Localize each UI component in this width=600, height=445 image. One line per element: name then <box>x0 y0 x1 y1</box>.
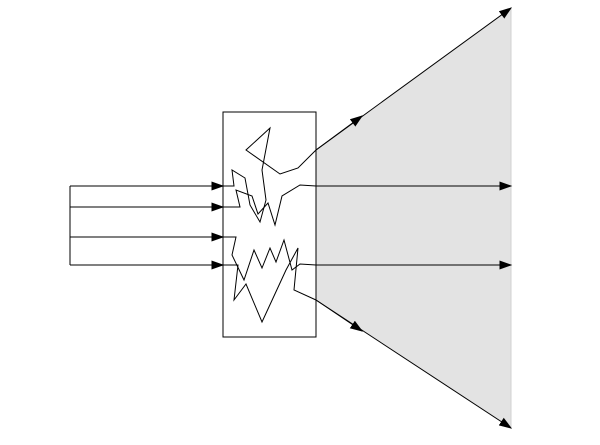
scatter-path-4 <box>223 247 317 324</box>
scattered-paths <box>223 126 317 324</box>
output-fan-region <box>316 8 511 428</box>
scatter-path-2 <box>223 184 317 227</box>
scatter-path-1 <box>223 126 317 224</box>
scatter-path-3 <box>223 236 317 282</box>
input-rays <box>70 181 225 270</box>
output-ray-1-midarrow <box>315 115 364 151</box>
output-rays <box>315 7 513 429</box>
scattering-box <box>222 111 317 338</box>
output-ray-4-midarrow <box>315 299 364 332</box>
